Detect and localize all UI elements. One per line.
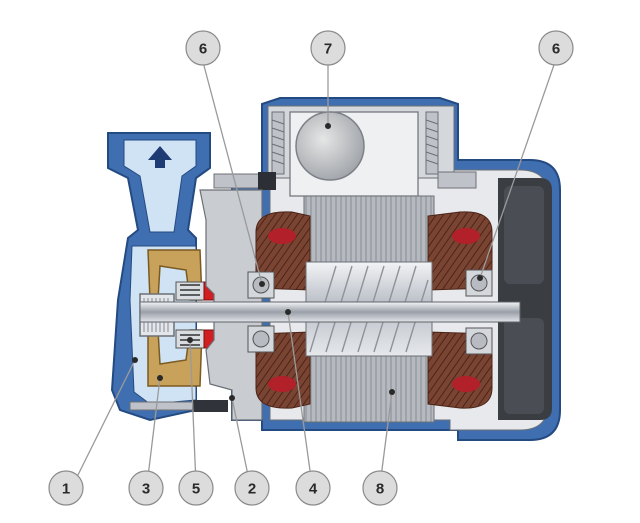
motor-shaft [139,301,521,323]
fan-cover [498,178,552,420]
callout-6-left: 6 [185,30,221,66]
callout-2: 2 [234,470,270,506]
bearing-front [247,271,275,353]
terminal-screw-right [425,111,439,175]
callout-6-left-label: 6 [199,41,207,58]
terminal-screw-left [271,111,285,175]
callout-2-label: 2 [248,481,256,498]
callout-6-right-label: 6 [552,41,560,58]
callout-4-label: 4 [309,481,318,498]
callout-4: 4 [295,470,331,506]
callout-anchor-dots [132,123,483,401]
terminal-box [267,105,455,197]
flange-bolt-rear [437,171,477,189]
callout-7-label: 7 [324,41,332,58]
callout-6-right: 6 [538,30,574,66]
callout-1: 1 [48,470,84,506]
callout-7: 7 [310,30,346,66]
callout-8: 8 [362,470,398,506]
callout-5: 5 [178,470,214,506]
flange-bolt-top [213,173,263,189]
callout-8-label: 8 [376,481,384,498]
callout-leader-lines [72,61,556,486]
flow-direction-arrow-icon [148,146,172,168]
callout-3-label: 3 [142,481,150,498]
callout-5-label: 5 [192,481,200,498]
bearing-rear [465,269,493,355]
callout-1-label: 1 [62,481,70,498]
capacitor [295,111,365,181]
callout-3: 3 [128,470,164,506]
